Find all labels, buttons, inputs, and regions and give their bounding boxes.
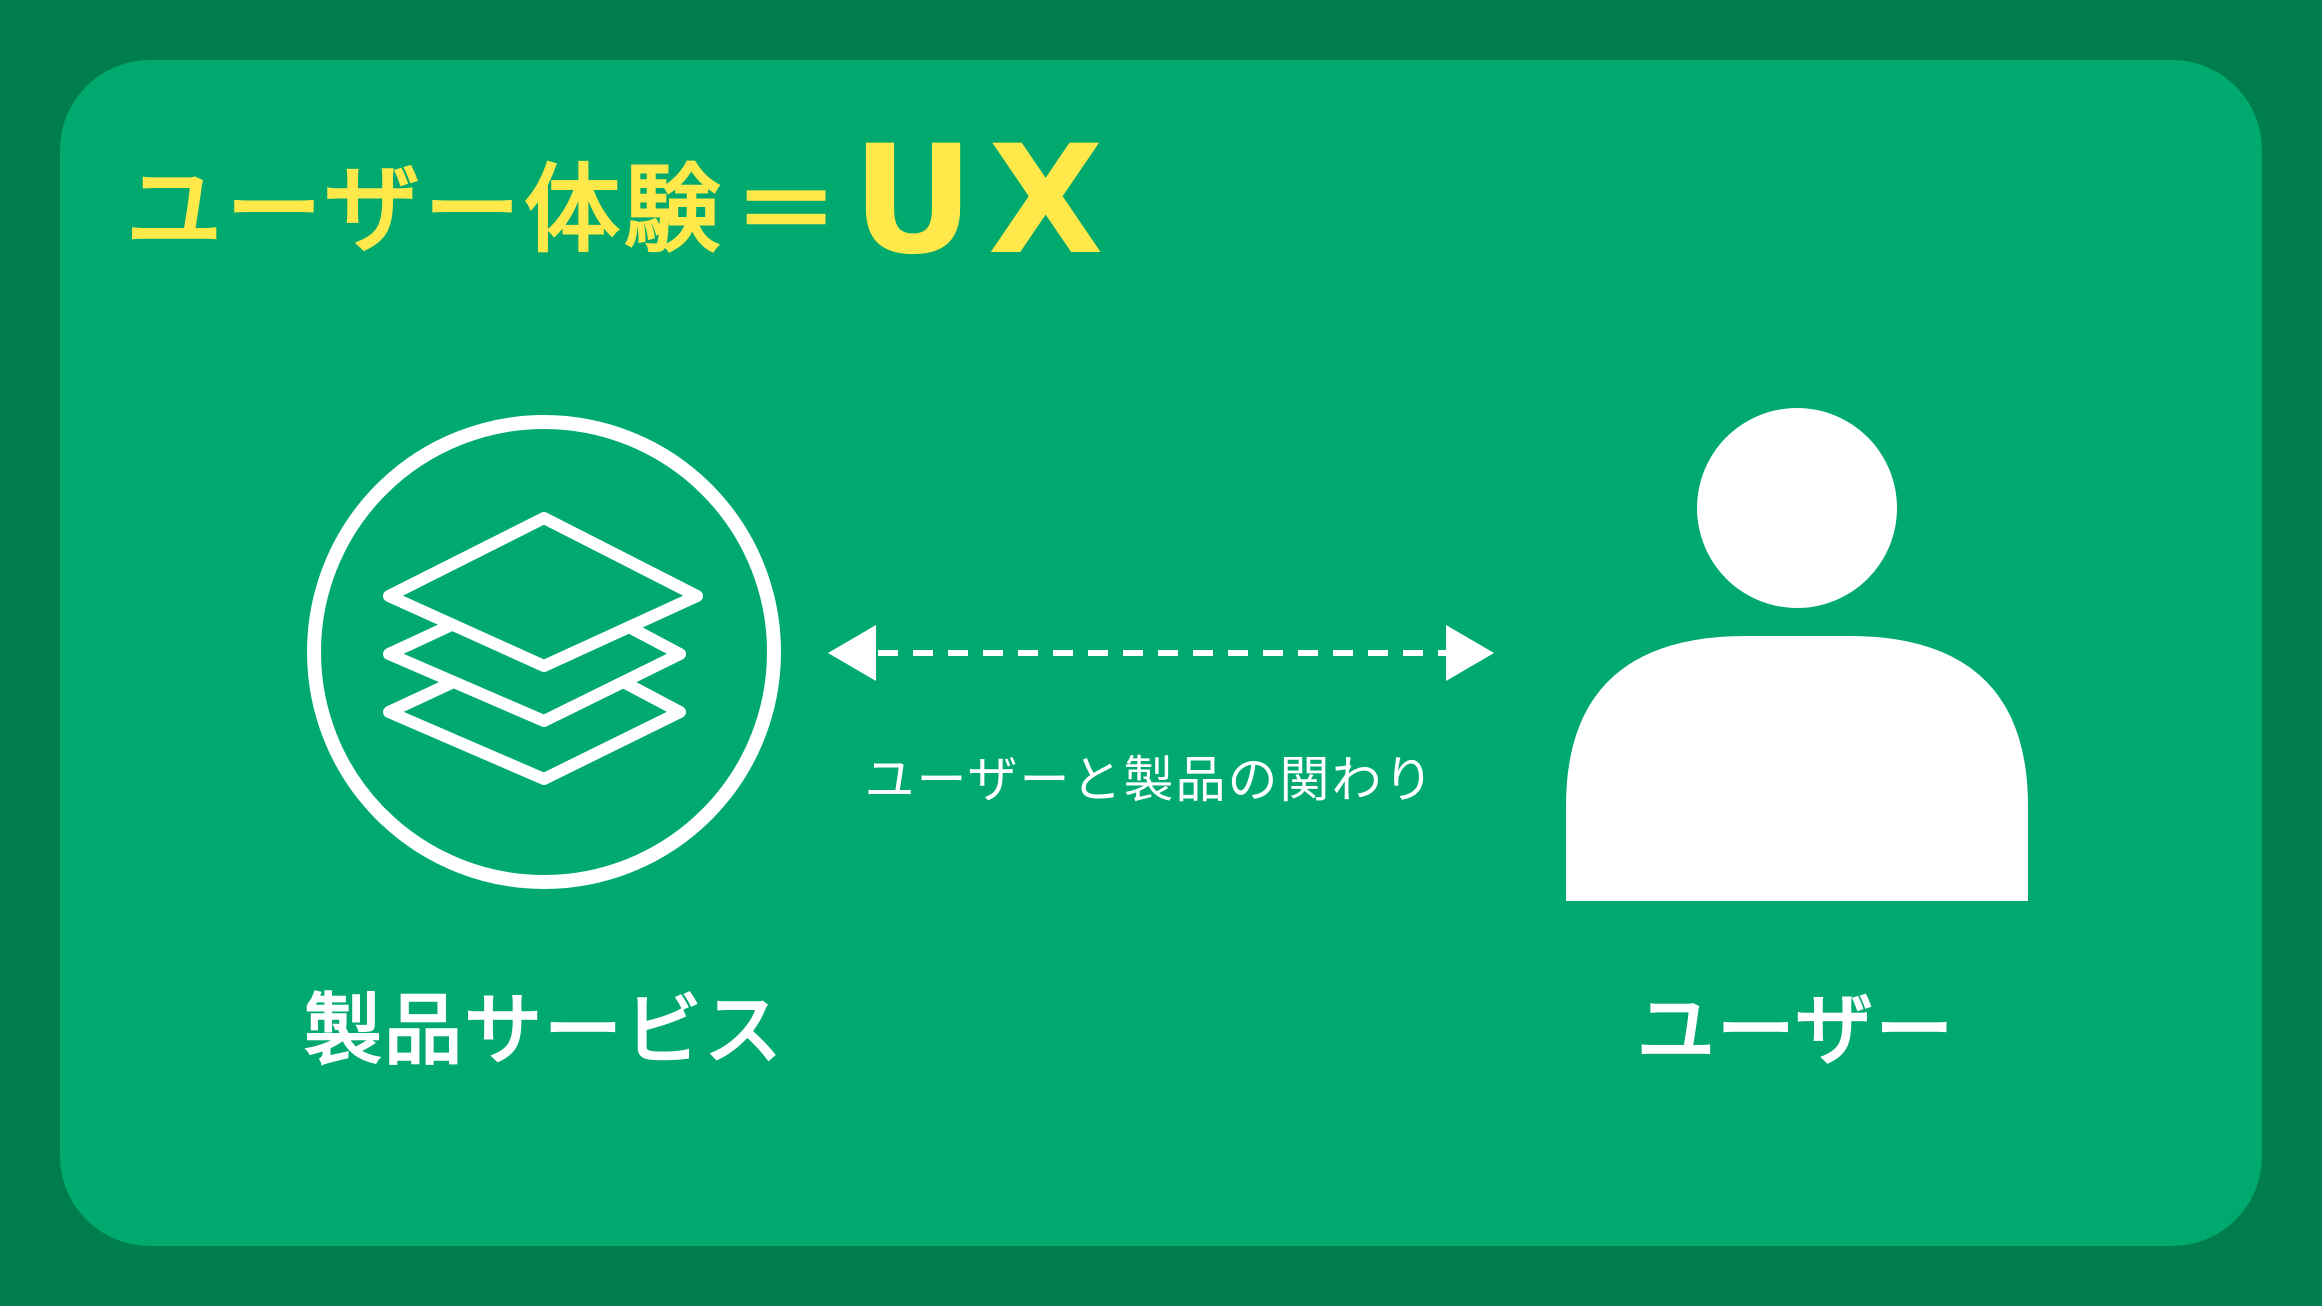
person-body [1566,636,2028,901]
title-abbreviation: UX [852,114,1118,288]
arrow-head-left [828,625,876,681]
user-label: ユーザー [1636,986,1956,1076]
person-head [1697,408,1897,608]
product-label: 製品サービス [303,986,784,1076]
product-circle [307,415,781,889]
person-icon [1566,408,2028,901]
title-text: ユーザー体験 [126,153,725,266]
page-title: ユーザー体験 ＝ UX [126,126,1118,276]
relation-label: ユーザーと製品の関わり [864,751,1436,809]
arrow-head-right [1446,625,1494,681]
title-equals: ＝ [734,149,839,272]
layer-top [383,512,703,672]
layers-icon [307,415,781,889]
double-headed-dashed-arrow [828,625,1494,681]
